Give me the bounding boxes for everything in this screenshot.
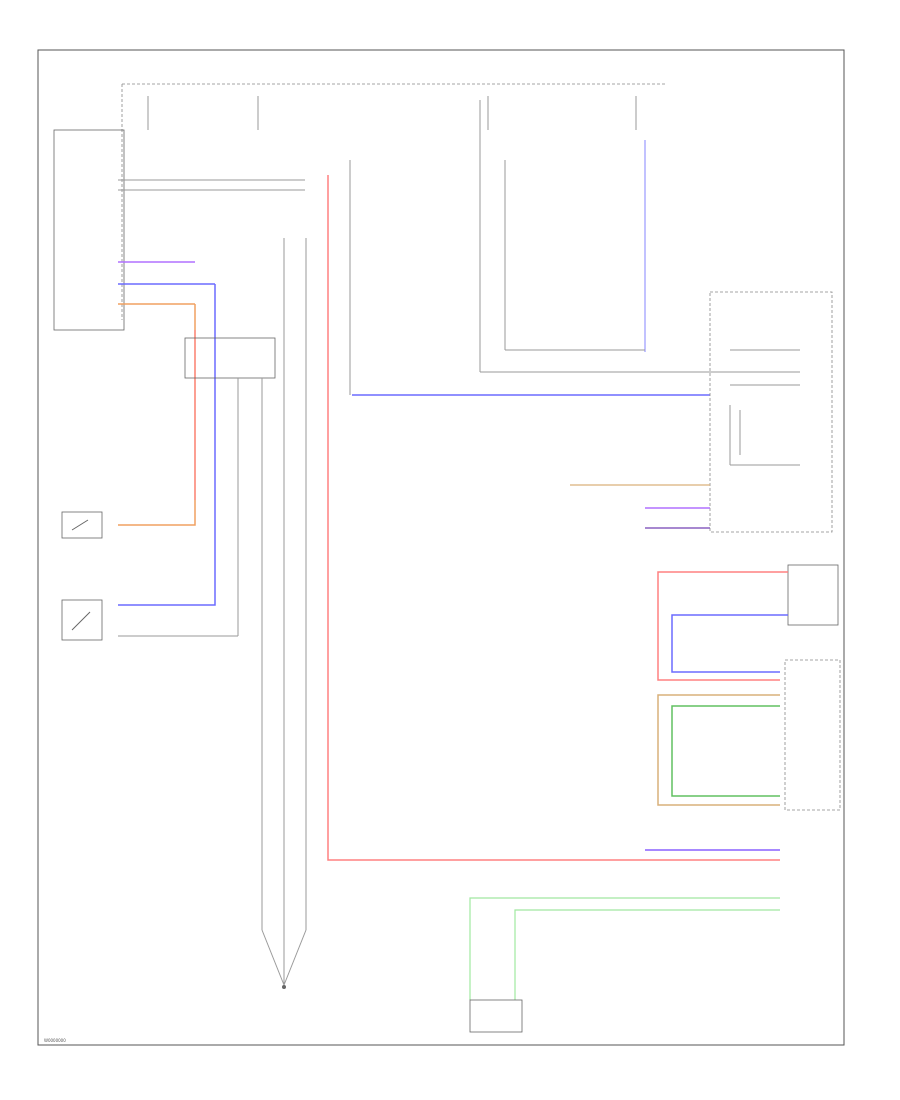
green-loop-ecm (671, 705, 780, 797)
buzzer-switch-box (787, 564, 839, 626)
ground-point (261, 929, 307, 989)
occupant-sensor-box (469, 999, 523, 1033)
fuse-symbols (147, 96, 637, 130)
gray-harness-wires (237, 100, 506, 930)
light-green-wire-1 (469, 897, 780, 1000)
tan-loop-ecm (657, 694, 780, 806)
door-lock-switch-top (61, 511, 103, 539)
blue-loop-buzzer (671, 614, 788, 673)
bcm-pin-lines (118, 179, 305, 191)
red-wire-long-run (327, 175, 780, 861)
blue-wire-left-run (118, 284, 216, 606)
engine-control-module-box (784, 659, 841, 811)
red-loop-buzzer (657, 571, 788, 681)
light-green-wire-2 (514, 909, 780, 1000)
orange-red-wire-run (118, 304, 196, 526)
diagram-id-code: W0000000 (44, 1038, 66, 1043)
combination-meter-box (709, 291, 833, 533)
combination-meter-internals (729, 349, 800, 466)
diagram-frame (37, 49, 845, 1046)
body-control-module-box (53, 129, 125, 331)
junction-connector (184, 337, 276, 379)
door-lock-switch-bottom (61, 599, 103, 641)
